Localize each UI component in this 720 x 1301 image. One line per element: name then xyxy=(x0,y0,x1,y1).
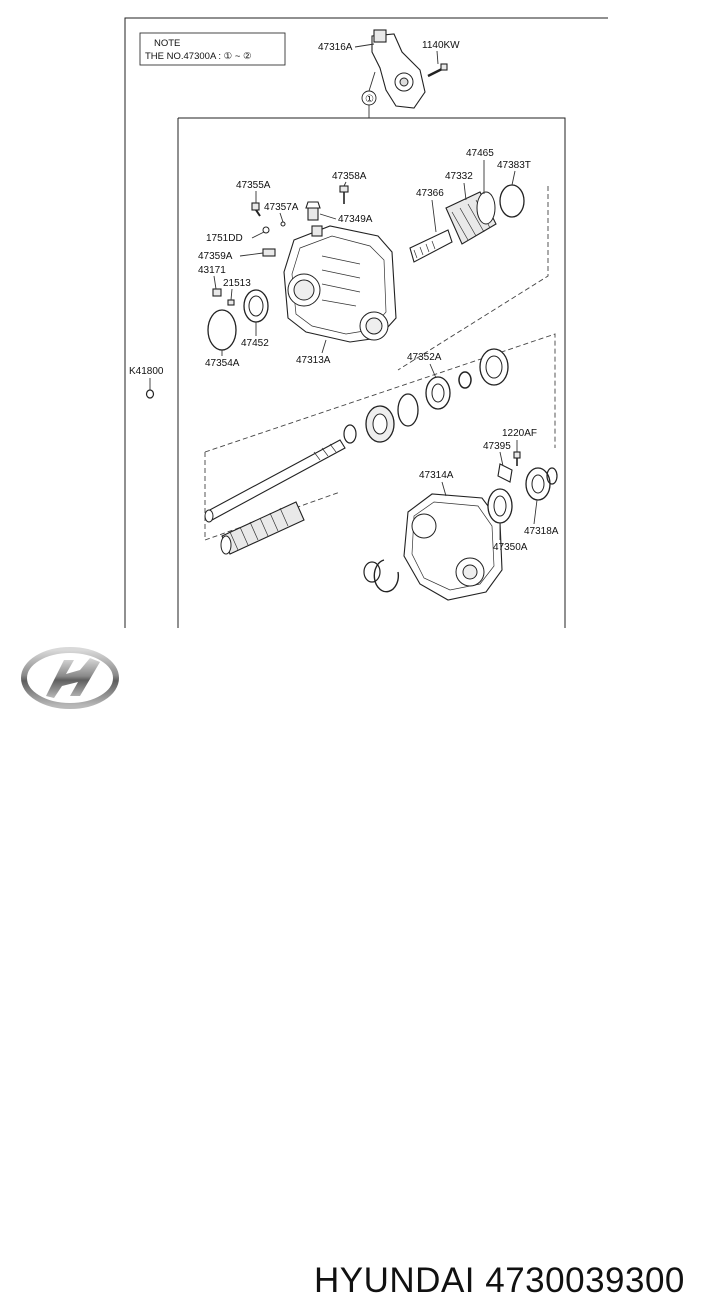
callout-1: ① xyxy=(361,71,377,118)
label-47313A: 47313A xyxy=(296,355,331,366)
snap-ring-47383T xyxy=(499,184,525,218)
bolt-47355A xyxy=(251,202,261,217)
label-47318A: 47318A xyxy=(524,526,559,537)
label-47316A: 47316A xyxy=(318,42,353,53)
note-text: THE NO.47300A : ① ~ ② xyxy=(145,51,252,62)
label-47355A: 47355A xyxy=(236,180,271,191)
snap-ring-small xyxy=(458,371,472,389)
label-47465: 47465 xyxy=(466,148,494,159)
label-47349A: 47349A xyxy=(338,214,373,225)
product-title: HYUNDAI 4730039300 xyxy=(314,1261,685,1300)
note-box: NOTE THE NO.47300A : ① ~ ② xyxy=(139,32,286,66)
footer: HYUNDAI 4730039300 xyxy=(0,628,720,1300)
seal-47318A xyxy=(525,467,551,501)
gear-ring xyxy=(365,405,395,443)
label-21513: 21513 xyxy=(223,278,251,289)
label-47395: 47395 xyxy=(483,441,511,452)
label-47332: 47332 xyxy=(445,171,473,182)
bolt-1140KW xyxy=(427,63,448,78)
gear-47332 xyxy=(445,191,497,245)
label-47366: 47366 xyxy=(416,188,444,199)
pin-47359A xyxy=(262,248,276,257)
label-47314A: 47314A xyxy=(419,470,454,481)
pin-47357A xyxy=(280,221,286,227)
o-ring-47354A xyxy=(207,309,237,351)
note-title: NOTE xyxy=(154,38,180,49)
upper-dashed-frame xyxy=(397,186,549,371)
bolt-43171 xyxy=(212,288,222,297)
input-shaft xyxy=(204,439,346,523)
bolt-1220AF xyxy=(513,451,521,466)
inner-frame xyxy=(177,117,566,628)
hyundai-logo xyxy=(21,647,119,709)
o-ring-mid xyxy=(397,393,419,427)
spacer-ring xyxy=(343,424,357,444)
label-47383T: 47383T xyxy=(497,160,531,171)
bearing-large xyxy=(479,348,509,386)
sensor-47349A xyxy=(305,201,321,221)
label-1751DD: 1751DD xyxy=(206,233,243,244)
label-47452: 47452 xyxy=(241,338,269,349)
parts-diagram: NOTE THE NO.47300A : ① ~ ② ① 47316A 1140… xyxy=(124,17,608,628)
callout-1-label: ① xyxy=(365,94,374,105)
sleeve-shaft xyxy=(220,501,305,555)
ring-rear-left xyxy=(363,561,381,583)
plug-47358A xyxy=(339,185,349,204)
label-1220AF: 1220AF xyxy=(502,428,537,439)
snap-ring-rear-left xyxy=(373,559,400,593)
label-43171: 43171 xyxy=(198,265,226,276)
label-47350A: 47350A xyxy=(493,542,528,553)
label-K41800: K41800 xyxy=(129,366,164,377)
bolt-21513 xyxy=(227,299,235,306)
outer-frame xyxy=(124,17,608,628)
seal-47452 xyxy=(243,289,269,323)
snap-ring-rear xyxy=(546,467,558,485)
label-47354A: 47354A xyxy=(205,358,240,369)
seal-47350A xyxy=(487,488,513,524)
label-1140KW: 1140KW xyxy=(422,40,460,51)
bracket-47316A xyxy=(371,29,426,109)
bearing-47352A xyxy=(425,376,451,410)
lower-dashed-frame xyxy=(204,333,556,540)
label-47352A: 47352A xyxy=(407,352,442,363)
label-47357A: 47357A xyxy=(264,202,299,213)
bracket-47395 xyxy=(497,463,513,483)
rear-case-47314A xyxy=(403,493,503,601)
washer-1751DD xyxy=(262,226,270,234)
case-47313A xyxy=(283,225,397,343)
shaft-47366 xyxy=(409,229,453,263)
label-47359A: 47359A xyxy=(198,251,233,262)
label-47358A: 47358A xyxy=(332,171,367,182)
pin-K41800 xyxy=(145,389,155,399)
